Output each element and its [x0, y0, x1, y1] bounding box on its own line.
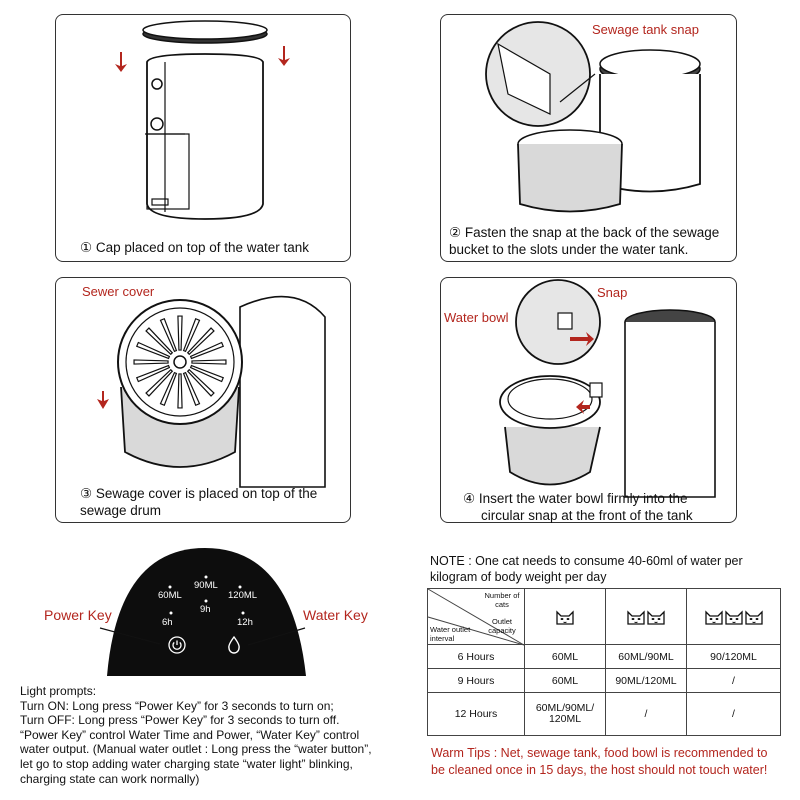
light-prompts-title: Light prompts:: [20, 684, 97, 698]
cover-slot: [135, 341, 171, 360]
step-1-illustration: [115, 20, 290, 220]
water-schedule-table: Number of cats Outlet capacity Water out…: [427, 588, 781, 736]
header-three-cats: [686, 588, 781, 645]
power-icon: [168, 636, 186, 654]
power-key-label: Power Key: [44, 607, 112, 623]
cat-face-icon: [704, 609, 723, 625]
sewage-tank-snap-label: Sewage tank snap: [592, 22, 699, 37]
table-header-row: Number of cats Outlet capacity Water out…: [427, 588, 781, 646]
cat-face-icon: [647, 609, 665, 625]
light-prompts-line: let go to stop adding water charging sta…: [20, 756, 353, 771]
cover-slot: [182, 371, 201, 407]
light-prompts-line: Turn ON: Long press “Power Key” for 3 se…: [20, 698, 334, 713]
volume-label-60ml: 60ML: [158, 590, 182, 601]
cover-slot: [177, 315, 183, 351]
note-text: NOTE : One cat needs to consume 40-60ml …: [430, 554, 743, 584]
step-2-caption: ② Fasten the snap at the back of the sew…: [449, 225, 720, 257]
table-row: 9 Hours 60ML 90ML/120ML /: [427, 668, 781, 694]
light-prompts-line: water output. (Manual water outlet : Lon…: [20, 742, 372, 757]
warm-tips: Warm Tips : Net, sewage tank, food bowl …: [431, 746, 768, 777]
cat-face-icon: [744, 609, 763, 625]
cover-slot: [177, 373, 183, 409]
light-prompts-line: “Power Key” control Water Time and Power…: [20, 727, 360, 742]
water-drop-icon: [228, 635, 240, 654]
cover-slot: [186, 327, 215, 356]
time-label-12h: 12h: [237, 617, 253, 628]
time-label-6h: 6h: [162, 617, 173, 628]
volume-label-120ml: 120ML: [228, 590, 258, 601]
table-row: 12 Hours 60ML/90ML/ 120ML / /: [427, 692, 781, 736]
step-3-illustration: [97, 295, 326, 488]
sewer-cover-label: Sewer cover: [82, 284, 155, 299]
cover-slot: [182, 317, 201, 353]
step-4-caption: ④ Insert the water bowl firmly into the …: [463, 491, 693, 523]
light-prompts-line: charging state can work normally): [20, 771, 200, 786]
light-prompts: Light prompts: Turn ON: Long press “Powe…: [20, 684, 420, 786]
time-label-9h: 9h: [200, 604, 211, 615]
step-1-caption: ① Cap placed on top of the water tank: [80, 240, 310, 255]
volume-label-90ml: 90ML: [194, 580, 218, 591]
cover-slot: [191, 359, 227, 365]
water-bowl-label: Water bowl: [444, 310, 509, 325]
cover-slot: [189, 364, 225, 383]
cover-slot: [159, 371, 178, 407]
step-3-caption: ③ Sewage cover is placed on top of the s…: [80, 486, 318, 518]
cover-slot: [145, 327, 174, 356]
cover-slot: [159, 317, 178, 353]
header-water-outlet-interval: Water outlet interval: [430, 625, 471, 643]
cover-slot: [135, 364, 171, 383]
header-one-cat: [524, 588, 606, 645]
cover-slot: [133, 359, 169, 365]
cover-slot: [186, 368, 215, 397]
power-key-button[interactable]: [168, 636, 186, 654]
header-number-of-cats: Number of cats: [484, 591, 520, 609]
cover-slot: [145, 368, 174, 397]
step-4-illustration: [499, 279, 716, 498]
snap-label: Snap: [597, 285, 628, 300]
header-two-cats: [605, 588, 687, 645]
table-corner-cell: Number of cats Outlet capacity Water out…: [427, 588, 525, 646]
cat-face-icon: [724, 609, 743, 625]
header-outlet-capacity: Outlet capacity: [488, 617, 516, 635]
table-row: 6 Hours 60ML 60ML/90ML 90/120ML: [427, 643, 781, 670]
water-key-button[interactable]: [227, 635, 241, 654]
cover-slot: [189, 341, 225, 360]
cat-face-icon: [556, 609, 574, 625]
light-prompts-line: Turn OFF: Long press “Power Key” for 3 s…: [20, 713, 340, 728]
water-key-label: Water Key: [303, 607, 368, 623]
cat-face-icon: [627, 609, 645, 625]
step-2-illustration: [485, 21, 701, 213]
